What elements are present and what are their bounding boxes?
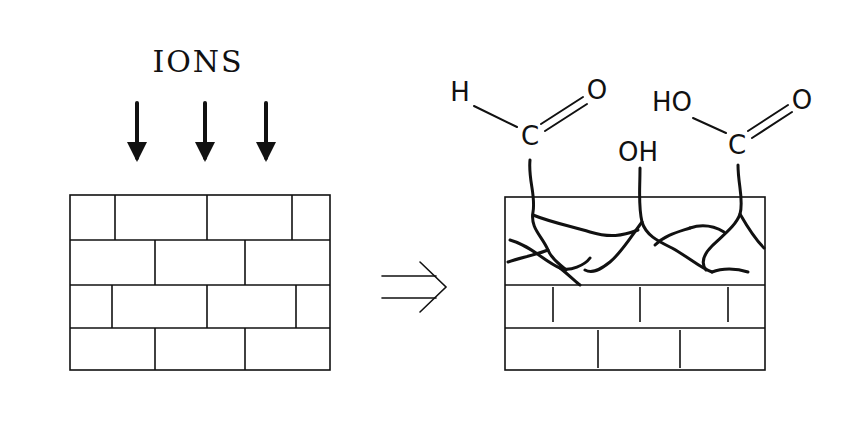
ion-arrows xyxy=(137,103,266,158)
atom-label: H xyxy=(450,79,470,105)
atom-label: O xyxy=(792,87,812,113)
group-label: OH xyxy=(618,139,658,165)
implies-arrow xyxy=(382,262,446,312)
damaged-brick-wall xyxy=(505,197,765,370)
atom-label: C xyxy=(728,132,746,158)
group-label: HO xyxy=(652,89,692,115)
intact-brick-wall xyxy=(70,195,330,370)
surface-cracks xyxy=(508,160,764,285)
ions-label: IONS xyxy=(152,47,243,77)
atom-label: C xyxy=(521,123,539,149)
atom-label: O xyxy=(587,77,607,103)
